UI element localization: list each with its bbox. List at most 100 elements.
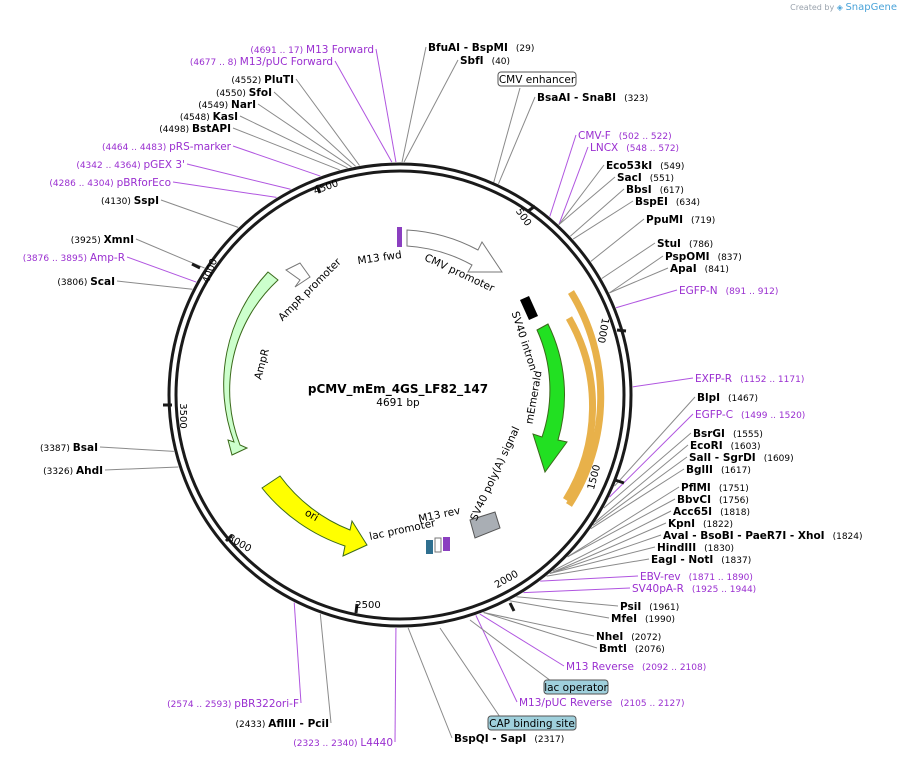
leader-line-prs-marker <box>232 145 321 177</box>
site-label-name-bspei: BspEI <box>635 196 668 208</box>
site-label-bsai: (3387) BsaI <box>40 442 98 454</box>
site-label-pos-sspi: (4130) <box>101 197 134 207</box>
leader-line-bglii <box>590 468 685 530</box>
leader-line-bbvci <box>567 498 676 558</box>
leader-line-kasi <box>239 115 348 169</box>
site-label-name-pspomi: PspOMI <box>665 251 710 263</box>
feature-ori: ori <box>261 475 368 557</box>
site-label-pbr322ori-f: (2574 .. 2593) pBR322ori-F <box>167 698 299 710</box>
site-label-name-avai-bsobi-paer7i-xhoi: AvaI - BsoBI - PaeR7I - XhoI <box>663 530 825 542</box>
site-label-name-bbsi: BbsI <box>626 184 652 196</box>
leader-line-ebv-rev <box>540 575 639 582</box>
site-label-saci: SacI(551) <box>617 172 674 184</box>
site-label-pos-avai-bsobi-paer7i-xhoi: (1824) <box>833 532 863 542</box>
leader-line-bsaai-snabi <box>498 96 536 185</box>
tick-label-2500: 2500 <box>355 600 380 611</box>
box-label-lac-operator: lac operator <box>543 679 609 695</box>
site-label-pos-pluti: (4552) <box>231 76 264 86</box>
leader-line-eagi-noti <box>546 558 650 577</box>
site-label-pos-ppumi: (719) <box>691 216 715 226</box>
site-label-psii: PsiI(1961) <box>620 601 679 613</box>
site-label-name-exfp-r: EXFP-R <box>695 373 732 385</box>
feature-cap-block <box>426 540 433 554</box>
site-label-bbvci: BbvCI(1756) <box>677 494 749 506</box>
leader-line-bbsi <box>570 188 625 237</box>
site-label-pos-pgex-3: (4342 .. 4364) <box>76 161 143 171</box>
tick-label-4000: 4000 <box>201 257 220 285</box>
site-label-lncx: LNCX(548 .. 572) <box>590 142 679 154</box>
site-label-pluti: (4552) PluTI <box>231 74 294 86</box>
site-label-l4440: (2323 .. 2340) L4440 <box>293 737 393 749</box>
plasmid-name: pCMV_mEm_4GS_LF82_147 <box>308 382 488 397</box>
site-label-bsrgi: BsrGI(1555) <box>693 428 763 440</box>
snapgene-credit: Created by ◈ SnapGene <box>790 2 897 13</box>
feature-sv40-intron <box>520 296 538 320</box>
site-label-kpni: KpnI(1822) <box>668 518 733 530</box>
site-label-pos-bbvci: (1756) <box>719 496 749 506</box>
site-label-xmni: (3925) XmnI <box>71 234 134 246</box>
site-label-pos-pflmi: (1751) <box>719 484 749 494</box>
site-label-kasi: (4548) KasI <box>180 111 238 123</box>
site-label-pos-sbfi: (40) <box>492 57 510 67</box>
site-label-pos-mfei: (1990) <box>645 615 675 625</box>
leader-line-pspomi <box>609 255 664 294</box>
leader-line-ahdi <box>104 466 179 471</box>
site-label-pos-sv40pa-r: (1925 .. 1944) <box>692 585 756 595</box>
feature-label-ampr: AmpR <box>252 348 272 381</box>
site-label-exfp-r: EXFP-R(1152 .. 1171) <box>695 373 804 385</box>
site-label-pos-m13-forward: (4691 .. 17) <box>250 46 306 56</box>
site-label-name-xmni: XmnI <box>104 234 134 246</box>
site-label-pos-psii: (1961) <box>649 603 679 613</box>
site-label-name-scai: ScaI <box>90 276 115 288</box>
leader-line-cap-binding-site <box>439 627 501 718</box>
site-label-pos-bfuai-bspmi: (29) <box>516 44 534 54</box>
site-label-name-kpni: KpnI <box>668 518 695 530</box>
site-label-pos-m13-puc-reverse: (2105 .. 2127) <box>620 699 684 709</box>
tick-mark-2000 <box>508 602 516 612</box>
site-label-name-bsai: BsaI <box>73 442 98 454</box>
feature-label-m13-fwd: M13 fwd <box>357 249 403 267</box>
feature-label-memerald: mEmerald <box>523 370 544 425</box>
site-label-pos-bglii: (1617) <box>721 466 751 476</box>
site-label-ppumi: PpuMI(719) <box>646 214 715 226</box>
tick-label-3500: 3500 <box>177 403 188 428</box>
leader-line-bspei <box>572 200 634 240</box>
site-label-name-nhei: NheI <box>596 631 623 643</box>
site-label-name-pflmi: PflMI <box>681 482 711 494</box>
site-label-bsaai-snabi: BsaAI - SnaBI(323) <box>537 92 648 104</box>
site-label-name-mfei: MfeI <box>611 613 637 625</box>
site-label-name-acc65i: Acc65I <box>673 506 712 518</box>
leader-line-bsai <box>99 446 174 452</box>
site-label-m13-puc-reverse: M13/pUC Reverse(2105 .. 2127) <box>519 697 684 709</box>
leader-line-ppumi <box>590 218 645 262</box>
site-label-name-pbrforeco: pBRforEco <box>117 177 171 189</box>
site-label-acc65i: Acc65I(1818) <box>673 506 750 518</box>
site-label-m13-forward: (4691 .. 17) M13 Forward <box>250 44 374 56</box>
site-label-ahdi: (3326) AhdI <box>43 465 103 477</box>
site-label-name-bglii: BglII <box>686 464 713 476</box>
site-label-name-ebv-rev: EBV-rev <box>640 571 681 583</box>
site-label-pos-saci: (551) <box>650 174 674 184</box>
site-label-name-sfoi: SfoI <box>249 87 272 99</box>
site-label-sfoi: (4550) SfoI <box>216 87 272 99</box>
leader-line-pbrforeco <box>172 181 277 198</box>
site-label-nari: (4549) NarI <box>198 99 256 111</box>
site-label-name-stui: StuI <box>657 238 681 250</box>
leader-line-bmti <box>483 612 598 649</box>
leader-line-sv40pa-r <box>523 587 631 594</box>
site-label-name-lncx: LNCX <box>590 142 618 154</box>
tick-label-1000: 1000 <box>595 317 610 344</box>
leader-line-amp-r <box>126 256 197 283</box>
site-label-name-prs-marker: pRS-marker <box>169 141 232 153</box>
leader-line-m13-forward <box>375 48 397 163</box>
leader-line-nhei <box>483 612 595 637</box>
site-label-name-bspqi-sapi: BspQI - SapI <box>454 733 526 745</box>
site-label-name-pluti: PluTI <box>264 74 294 86</box>
site-label-avai-bsobi-paer7i-xhoi: AvaI - BsoBI - PaeR7I - XhoI (1824) <box>663 530 863 542</box>
site-label-name-eagi-noti: EagI - NotI <box>651 554 713 566</box>
site-label-pos-xmni: (3925) <box>71 236 104 246</box>
box-label-frame-lac-operator <box>543 679 609 695</box>
site-label-eagi-noti: EagI - NotI(1837) <box>651 554 751 566</box>
site-label-pos-scai: (3806) <box>57 278 90 288</box>
